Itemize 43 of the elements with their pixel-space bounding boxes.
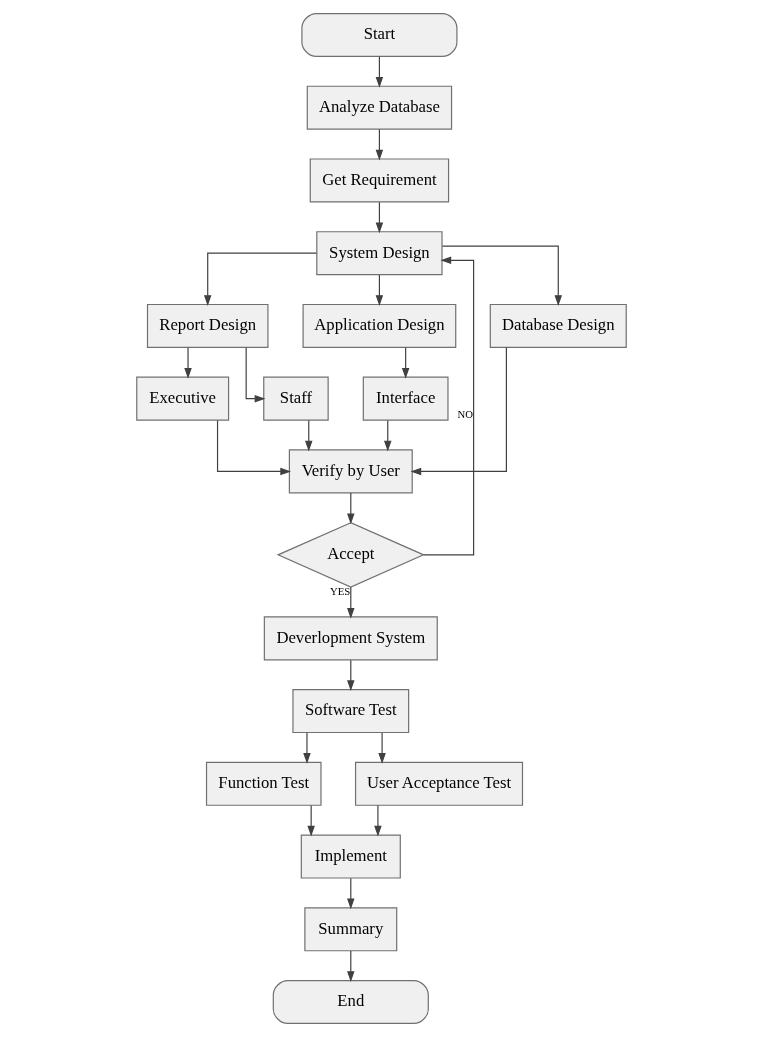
arrow [377,732,386,764]
arrow [302,732,311,764]
arrow [375,274,383,306]
node-box: Get Requirement [309,158,449,203]
node-box: Interface [362,376,449,421]
arrow [422,256,474,556]
node-box: Executive [135,376,229,421]
node-box: Application Design [302,303,456,348]
node-box: Deverlopment System [263,616,438,661]
node-box: Summary [303,907,397,952]
arrow [383,419,391,452]
arrow [375,201,383,234]
arrow [375,128,383,161]
node-box: Implement [300,834,401,879]
arrow [203,252,317,306]
arrow [183,347,192,379]
node-diamond: Accept [276,522,425,588]
arrow [346,950,355,982]
node-box: Report Design [146,303,269,348]
arrow [216,419,291,476]
node-box: User Acceptance Test [354,761,523,806]
arrow [245,347,265,403]
node-box: End [272,979,429,1025]
arrow [441,245,562,306]
arrow [346,586,355,619]
node-box: Analyze Database [306,85,452,130]
arrow [346,659,355,692]
node-box: Start [300,12,457,58]
node-box: System Design [315,231,443,276]
node-box: Staff [262,376,329,421]
node-box: Verify by User [288,449,413,494]
arrow [375,56,383,88]
node-box: Database Design [489,303,627,348]
arrow [401,347,409,379]
arrow [306,805,315,837]
edge-label: NO [457,407,473,420]
arrow [410,346,507,476]
node-box: Function Test [205,761,322,806]
arrow [373,805,382,837]
node-box: Software Test [291,689,409,734]
arrow [346,877,355,910]
arrow [304,419,313,452]
arrow [346,492,355,525]
